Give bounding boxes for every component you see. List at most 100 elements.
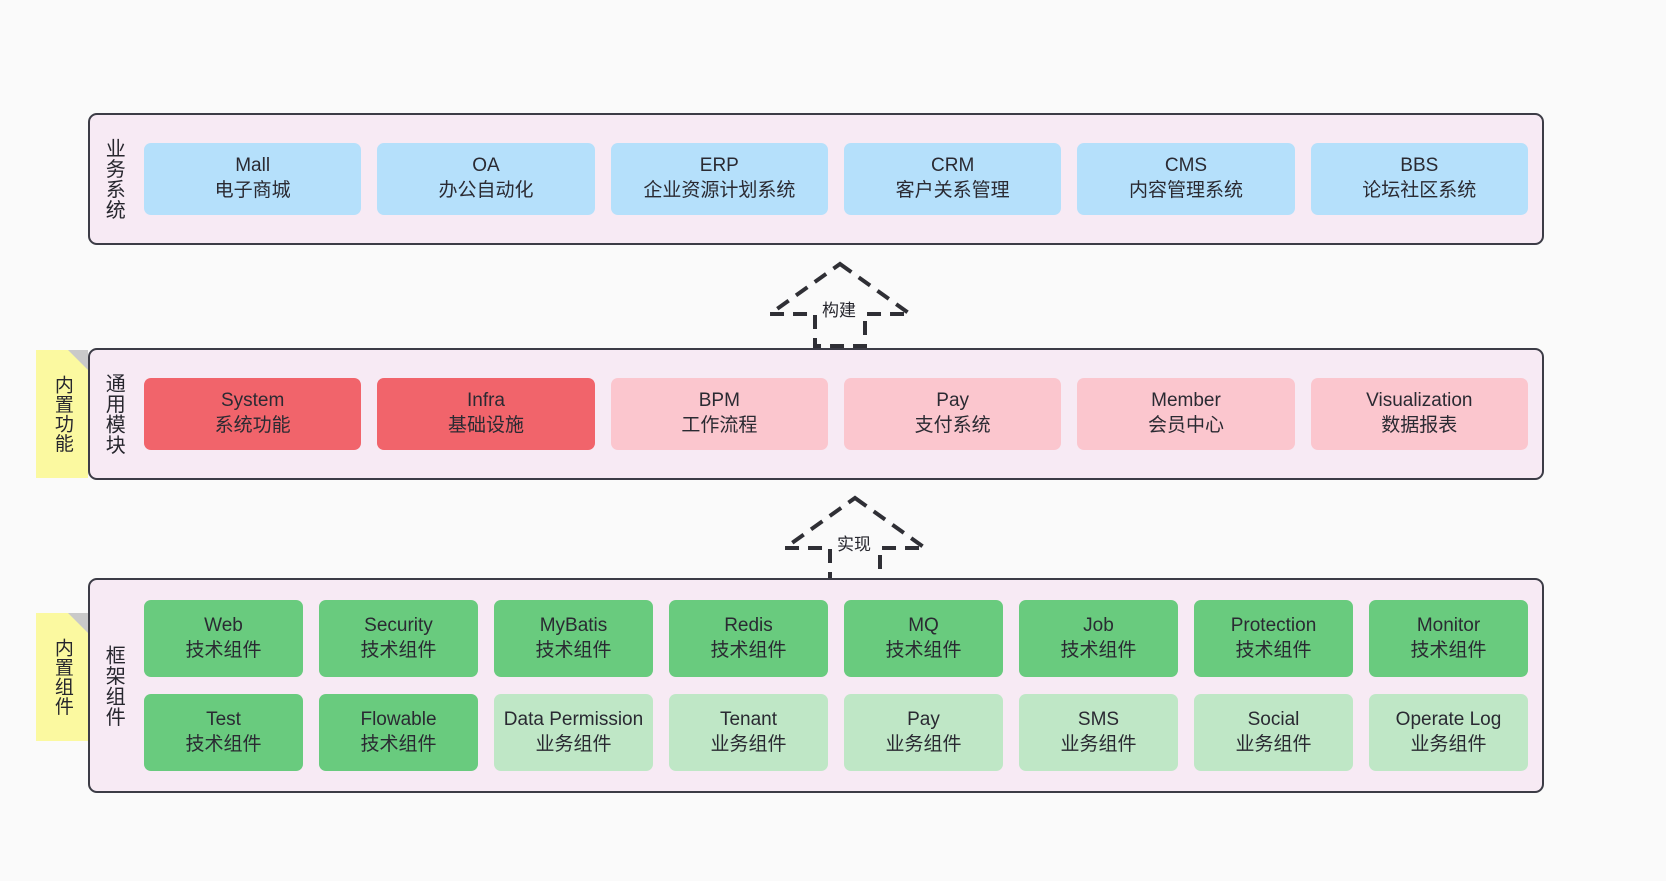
- layer-title-framework-component: 框架组件: [102, 644, 125, 727]
- module-desc: 基础设施: [447, 415, 524, 436]
- module-desc: 技术组件: [1235, 639, 1312, 661]
- module-name: BBS: [1400, 155, 1439, 177]
- module-desc: 内容管理系统: [1128, 180, 1243, 201]
- layer-business-system: 业务系统 Mall 电子商城 OA 办公自动化 ERP 企业资源计划系统 CRM…: [88, 113, 1544, 245]
- module-desc: 技术组件: [885, 639, 962, 661]
- module-desc: 电子商城: [214, 180, 291, 201]
- arrow-label-build: 构建: [822, 301, 856, 320]
- module-name: System: [220, 390, 285, 412]
- module-row: Mall 电子商城 OA 办公自动化 ERP 企业资源计划系统 CRM 客户关系…: [144, 143, 1528, 215]
- module-box-protection[interactable]: Protection 技术组件: [1194, 600, 1353, 677]
- layer-body-framework-component: Web 技术组件 Security 技术组件 MyBatis 技术组件 Redi…: [136, 580, 1542, 791]
- module-desc: 业务组件: [535, 733, 612, 755]
- module-box-pay[interactable]: Pay 支付系统: [843, 378, 1062, 450]
- module-box-pay-biz[interactable]: Pay 业务组件: [844, 694, 1003, 771]
- layer-framework-component: 框架组件 Web 技术组件 Security 技术组件 MyBatis 技术组件…: [88, 578, 1544, 793]
- note-builtin-function: 内置功能: [36, 350, 88, 478]
- module-box-mall[interactable]: Mall 电子商城: [144, 143, 362, 215]
- module-desc: 办公自动化: [438, 180, 534, 201]
- module-name: Pay: [936, 390, 970, 412]
- module-name: Infra: [466, 390, 505, 412]
- module-box-sms[interactable]: SMS 业务组件: [1019, 694, 1178, 771]
- module-box-erp[interactable]: ERP 企业资源计划系统: [610, 143, 828, 215]
- module-box-visualization[interactable]: Visualization 数据报表: [1310, 378, 1528, 450]
- arrow-label-implement: 实现: [837, 535, 871, 554]
- module-desc: 业务组件: [885, 733, 962, 755]
- module-box-member[interactable]: Member 会员中心: [1077, 378, 1295, 450]
- module-desc: 企业资源计划系统: [643, 180, 796, 201]
- module-desc: 技术组件: [185, 639, 262, 661]
- module-desc: 支付系统: [914, 415, 991, 436]
- module-name: MyBatis: [539, 614, 608, 636]
- module-desc: 业务组件: [1060, 733, 1137, 755]
- page-fold-icon: [68, 613, 88, 633]
- module-name: CRM: [931, 155, 975, 177]
- module-name: ERP: [699, 155, 739, 177]
- dashed-generalization-arrow-icon: [763, 261, 917, 348]
- module-name: BPM: [698, 390, 740, 412]
- module-box-security[interactable]: Security 技术组件: [319, 600, 478, 677]
- module-name: Security: [364, 614, 433, 636]
- module-desc: 技术组件: [360, 639, 437, 661]
- module-name: SMS: [1077, 708, 1120, 730]
- module-name: Mall: [235, 155, 271, 177]
- page-fold-icon: [68, 350, 88, 370]
- module-box-oa[interactable]: OA 办公自动化: [377, 143, 595, 215]
- layer-title-common-module: 通用模块: [102, 373, 125, 455]
- module-name: MQ: [908, 614, 939, 636]
- module-box-social[interactable]: Social 业务组件: [1194, 694, 1353, 771]
- module-desc: 技术组件: [185, 733, 262, 755]
- module-name: OA: [472, 155, 500, 177]
- module-desc: 技术组件: [710, 639, 787, 661]
- module-box-system[interactable]: System 系统功能: [144, 378, 362, 450]
- module-box-job[interactable]: Job 技术组件: [1019, 600, 1178, 677]
- module-box-operate-log[interactable]: Operate Log 业务组件: [1369, 694, 1528, 771]
- module-box-bbs[interactable]: BBS 论坛社区系统: [1310, 143, 1528, 215]
- note-label: 内置组件: [51, 638, 73, 716]
- module-name: Pay: [907, 708, 940, 730]
- module-desc: 会员中心: [1147, 415, 1224, 436]
- module-box-infra[interactable]: Infra 基础设施: [377, 378, 595, 450]
- module-box-web[interactable]: Web 技术组件: [144, 600, 303, 677]
- note-label: 内置功能: [51, 375, 73, 453]
- module-box-test[interactable]: Test 技术组件: [144, 694, 303, 771]
- module-desc: 技术组件: [360, 733, 437, 755]
- module-box-monitor[interactable]: Monitor 技术组件: [1369, 600, 1528, 677]
- layer-body-common-module: System 系统功能 Infra 基础设施 BPM 工作流程 Pay 支付系统…: [136, 350, 1542, 478]
- module-row: System 系统功能 Infra 基础设施 BPM 工作流程 Pay 支付系统…: [144, 378, 1528, 450]
- module-name: Operate Log: [1395, 708, 1502, 730]
- layer-title-business-system: 业务系统: [102, 138, 125, 220]
- arrow-build: 构建: [760, 258, 920, 350]
- module-name: Protection: [1230, 614, 1317, 636]
- module-box-crm[interactable]: CRM 客户关系管理: [843, 143, 1062, 215]
- module-name: Test: [206, 708, 241, 730]
- module-name: CMS: [1164, 155, 1208, 177]
- module-box-tenant[interactable]: Tenant 业务组件: [669, 694, 828, 771]
- module-name: Member: [1151, 390, 1221, 412]
- module-name: Flowable: [360, 708, 437, 730]
- module-box-mq[interactable]: MQ 技术组件: [844, 600, 1003, 677]
- module-box-data-permission[interactable]: Data Permission 业务组件: [494, 694, 653, 771]
- module-desc: 技术组件: [535, 639, 612, 661]
- module-desc: 技术组件: [1410, 639, 1487, 661]
- module-box-mybatis[interactable]: MyBatis 技术组件: [494, 600, 653, 677]
- module-desc: 数据报表: [1381, 415, 1458, 436]
- module-name: Job: [1083, 614, 1114, 636]
- module-row: Test 技术组件 Flowable 技术组件 Data Permission …: [144, 694, 1528, 771]
- module-desc: 工作流程: [681, 415, 758, 436]
- module-box-bpm[interactable]: BPM 工作流程: [610, 378, 828, 450]
- module-desc: 业务组件: [1410, 733, 1487, 755]
- module-box-cms[interactable]: CMS 内容管理系统: [1077, 143, 1295, 215]
- module-name: Visualization: [1366, 390, 1473, 412]
- arrow-implement: 实现: [775, 492, 935, 584]
- module-name: Tenant: [719, 708, 778, 730]
- module-box-redis[interactable]: Redis 技术组件: [669, 600, 828, 677]
- module-name: Social: [1247, 708, 1300, 730]
- module-desc: 技术组件: [1060, 639, 1137, 661]
- module-name: Data Permission: [503, 708, 644, 730]
- module-name: Monitor: [1416, 614, 1481, 636]
- layer-body-business-system: Mall 电子商城 OA 办公自动化 ERP 企业资源计划系统 CRM 客户关系…: [136, 115, 1542, 243]
- module-box-flowable[interactable]: Flowable 技术组件: [319, 694, 478, 771]
- note-builtin-component: 内置组件: [36, 613, 88, 741]
- module-desc: 业务组件: [1235, 733, 1312, 755]
